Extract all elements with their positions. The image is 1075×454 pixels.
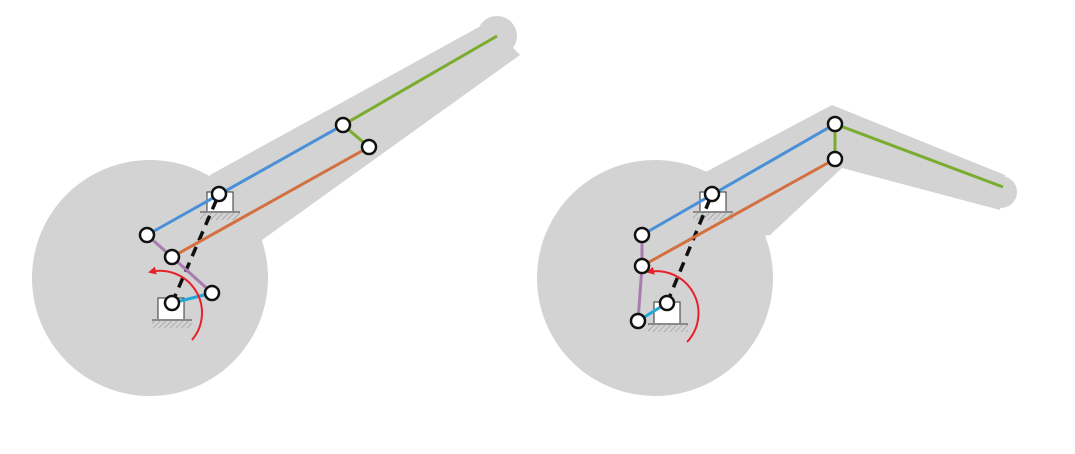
joint-ground-lower — [163, 294, 181, 312]
link-purple-coupler — [636, 265, 644, 322]
ground-link-dashed — [170, 193, 221, 304]
joint — [138, 226, 156, 244]
joint — [826, 150, 844, 168]
link-blue — [641, 122, 836, 237]
ground-hatch — [200, 212, 240, 220]
joint-crank-end — [629, 312, 647, 330]
joint-crank-end — [203, 284, 221, 302]
ground-hatch — [648, 324, 688, 332]
ground-link-dashed — [665, 193, 714, 304]
joint — [163, 248, 181, 266]
link-purple-coupler — [170, 255, 214, 295]
joint — [334, 116, 352, 134]
joint-ground-upper — [210, 185, 228, 203]
rotation-arrow — [646, 266, 700, 343]
joint — [633, 257, 651, 275]
envelope-region — [32, 16, 520, 396]
ground-hatch — [152, 320, 192, 328]
joint — [633, 226, 651, 244]
rotation-arrow — [148, 266, 203, 341]
mechanism-position-1 — [32, 16, 520, 396]
link-green-output — [834, 122, 1004, 189]
joint — [360, 138, 378, 156]
mechanism-position-2 — [537, 105, 1017, 396]
envelope-arm — [700, 105, 1005, 240]
joint-ground-lower — [658, 294, 676, 312]
envelope-arm — [210, 22, 520, 245]
link-blue — [146, 123, 344, 237]
ground-hatch — [693, 212, 733, 220]
link-orange — [641, 157, 836, 268]
joint — [826, 115, 844, 133]
link-orange — [171, 145, 370, 259]
joint-ground-upper — [703, 185, 721, 203]
envelope-region — [537, 105, 1017, 396]
link-green-output — [342, 34, 498, 127]
